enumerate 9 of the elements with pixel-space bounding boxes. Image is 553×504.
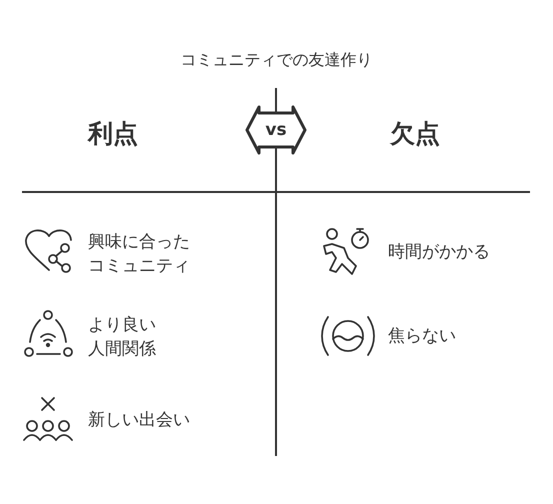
column-heading: 欠点	[390, 118, 440, 150]
title: コミュニティでの友達作り	[180, 50, 374, 71]
list-item-text: 焦らない	[388, 325, 456, 348]
vs-badge: vs	[245, 105, 307, 155]
column-heading: 利点	[88, 118, 138, 150]
list-item-text: 時間がかかる	[388, 241, 490, 264]
list-item-text: 興味に合ったコミュニティ	[88, 231, 191, 278]
list-item-text: 新しい出会い	[88, 409, 190, 432]
list-item-text: より良い人間関係	[88, 314, 157, 361]
